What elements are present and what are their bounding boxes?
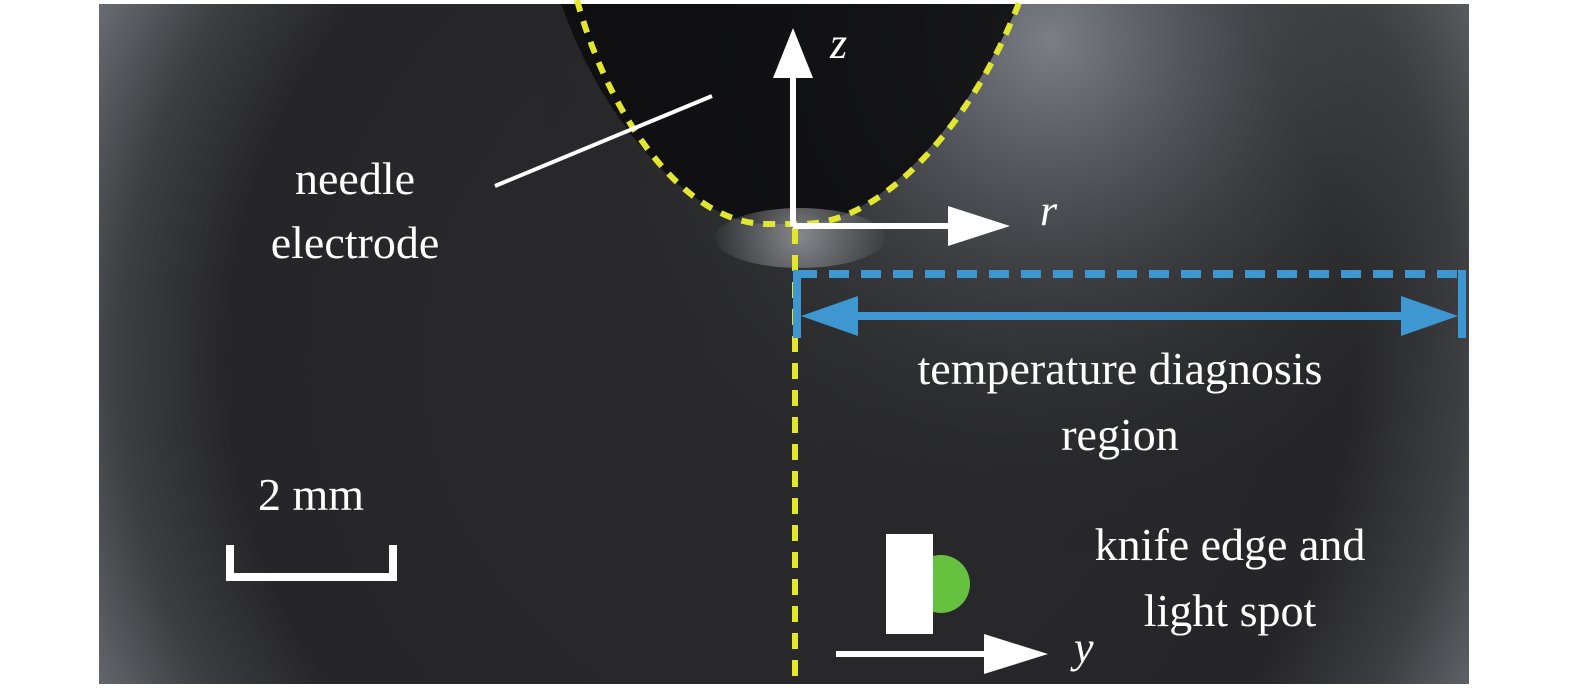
- region-label-line1: temperature diagnosis: [918, 343, 1323, 394]
- needle-leader-line: [494, 94, 713, 188]
- region-label-line2: region: [1061, 409, 1179, 460]
- y-axis-arrow: [836, 634, 1048, 674]
- scale-bar-label: 2 mm: [258, 469, 364, 520]
- diagnosis-region: [793, 270, 1466, 338]
- scale-bar: [226, 545, 397, 581]
- needle-outline: [574, 0, 1023, 227]
- y-axis-label: y: [1070, 623, 1094, 672]
- z-axis-label: z: [829, 19, 847, 68]
- r-axis-label: r: [1040, 186, 1058, 235]
- knife-label-line1: knife edge and: [1095, 519, 1366, 570]
- photo-background: [99, 4, 1469, 684]
- z-axis-arrow: [773, 28, 813, 226]
- needle-label-line2: electrode: [271, 217, 440, 268]
- r-axis-arrow: [793, 206, 1010, 246]
- needle-label-line1: needle: [295, 153, 415, 204]
- knife-label-line2: light spot: [1144, 585, 1317, 636]
- knife-edge: [886, 534, 933, 634]
